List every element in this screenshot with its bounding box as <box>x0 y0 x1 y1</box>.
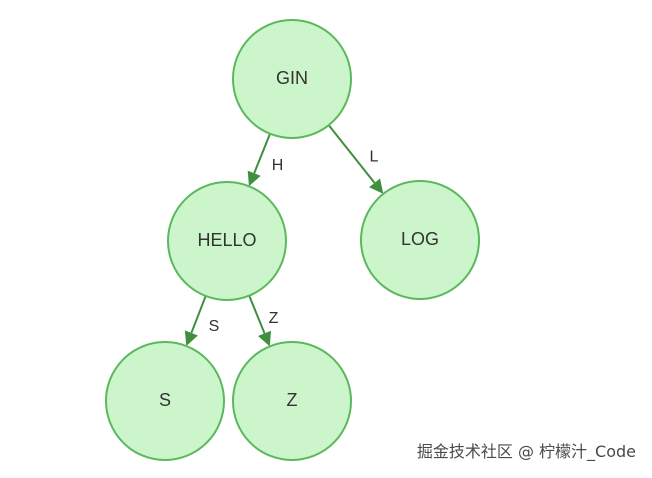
edges-layer: H L S Z <box>184 124 384 347</box>
node-label-z: Z <box>287 390 298 410</box>
node-hello: HELLO <box>167 181 287 301</box>
node-circle-gin <box>232 19 352 139</box>
edge-hello-z <box>248 295 266 334</box>
watermark-text: 掘金技术社区 @ 柠檬汁_Code <box>416 442 636 461</box>
arrowhead-gin-log <box>369 178 384 194</box>
edge-label-hello-s: S <box>209 318 220 335</box>
arrowhead-hello-s <box>184 330 198 346</box>
node-s: S <box>105 341 225 461</box>
edge-gin-hello <box>253 133 271 174</box>
edge-label-gin-hello: H <box>272 157 284 174</box>
node-z: Z <box>232 341 352 461</box>
node-label-s: S <box>159 390 171 410</box>
edge-label-hello-z: Z <box>269 310 279 327</box>
node-label-hello: HELLO <box>197 230 256 250</box>
edge-hello-s <box>190 295 207 334</box>
edge-label-gin-log: L <box>370 149 379 166</box>
node-circle-z <box>232 341 352 461</box>
node-gin: GIN <box>232 19 352 139</box>
node-circle-s <box>105 341 225 461</box>
node-circle-hello <box>167 181 287 301</box>
edge-gin-log <box>327 124 376 184</box>
node-label-gin: GIN <box>276 68 308 88</box>
arrowhead-hello-z <box>258 330 272 347</box>
node-label-log: LOG <box>401 229 439 249</box>
node-circle-log <box>360 180 480 300</box>
nodes-layer: GIN HELLO LOG S Z <box>105 19 480 461</box>
arrowhead-gin-hello <box>247 170 261 187</box>
node-log: LOG <box>360 180 480 300</box>
